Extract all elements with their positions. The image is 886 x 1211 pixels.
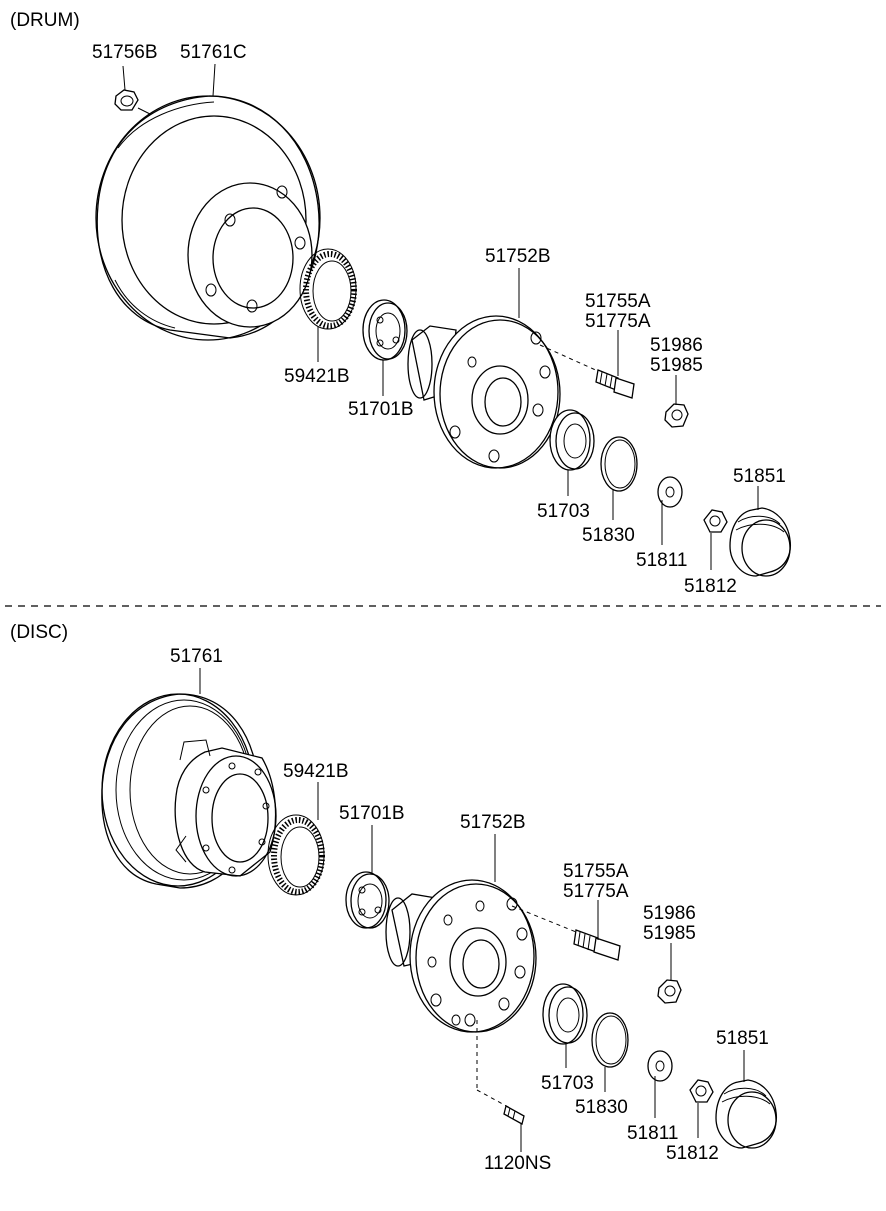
label-drum-snap-ring: 51830: [582, 525, 635, 546]
leader-drum: [212, 63, 216, 97]
disc-wheel-bolt-part[interactable]: [573, 929, 621, 961]
label-drum: 51761C: [180, 42, 247, 63]
label-drum-inner-bearing: 51701B: [348, 399, 414, 420]
label-disc-tone-wheel: 59421B: [283, 761, 349, 782]
label-disc-bolt-a: 51755A: [563, 861, 629, 882]
label-disc-bolt-b: 51775A: [563, 881, 629, 902]
label-drum-outer-bearing: 51703: [537, 501, 590, 522]
drum-wheel-nut-part[interactable]: [664, 403, 689, 428]
disc-inner-bearing-part[interactable]: [345, 871, 390, 929]
disc-section: (DISC) 51761 5942: [10, 622, 778, 1174]
label-drum-bolt-a: 51755A: [585, 291, 651, 312]
drum-washer-part[interactable]: [657, 476, 683, 508]
label-drum-nut-a: 51986: [650, 335, 703, 356]
drum-section: (DRUM) 51756B 51761C: [10, 10, 792, 597]
drum-inner-bearing-part[interactable]: [362, 299, 408, 361]
label-drum-washer: 51811: [636, 550, 687, 571]
label-drum-lock-nut: 51812: [684, 576, 737, 597]
label-disc: 51761: [170, 646, 223, 667]
drum-snap-ring-part[interactable]: [600, 436, 638, 492]
label-disc-nut-a: 51986: [643, 903, 696, 924]
drum-hub-part[interactable]: [407, 315, 561, 469]
label-disc-screw: 1120NS: [484, 1153, 551, 1174]
label-drum-hub: 51752B: [485, 246, 551, 267]
label-drum-nut-b: 51985: [650, 355, 703, 376]
dash-disc-bolt: [511, 905, 577, 933]
drum-cap-part[interactable]: [729, 507, 792, 577]
label-disc-cap: 51851: [716, 1028, 769, 1049]
drum-nut-part[interactable]: [114, 89, 139, 111]
disc-lock-nut-part[interactable]: [689, 1079, 714, 1103]
brake-disc-part[interactable]: [101, 693, 277, 889]
drum-tone-wheel-part[interactable]: [299, 248, 357, 330]
dash-drum-bolt: [539, 344, 601, 373]
disc-cap-part[interactable]: [715, 1079, 778, 1149]
label-drum-tone-wheel: 59421B: [284, 366, 350, 387]
label-disc-inner-bearing: 51701B: [339, 803, 405, 824]
label-disc-washer: 51811: [627, 1123, 678, 1144]
drum-wheel-bolt-part[interactable]: [595, 369, 635, 399]
disc-snap-ring-part[interactable]: [591, 1012, 629, 1068]
disc-screw-part[interactable]: [503, 1105, 525, 1125]
label-disc-hub: 51752B: [460, 812, 526, 833]
section-title-disc: (DISC): [10, 622, 68, 643]
label-disc-nut-b: 51985: [643, 923, 696, 944]
label-disc-outer-bearing: 51703: [541, 1073, 594, 1094]
leader-drum-nut: [122, 65, 126, 91]
label-drum-nut: 51756B: [92, 42, 158, 63]
drum-outer-bearing-part[interactable]: [549, 409, 595, 471]
label-drum-cap: 51851: [733, 466, 786, 487]
disc-hub-part[interactable]: [385, 879, 537, 1033]
disc-tone-wheel-part[interactable]: [267, 814, 325, 896]
dash-disc-screw-2: [476, 1089, 511, 1109]
label-drum-bolt-b: 51775A: [585, 311, 651, 332]
disc-washer-part[interactable]: [647, 1050, 673, 1082]
disc-wheel-nut-part[interactable]: [657, 979, 682, 1004]
label-disc-lock-nut: 51812: [666, 1143, 719, 1164]
disc-outer-bearing-part[interactable]: [542, 983, 588, 1045]
section-title-drum: (DRUM): [10, 10, 80, 31]
label-disc-snap-ring: 51830: [575, 1097, 628, 1118]
drum-lock-nut-part[interactable]: [703, 509, 728, 533]
brake-drum-part[interactable]: [95, 95, 321, 341]
